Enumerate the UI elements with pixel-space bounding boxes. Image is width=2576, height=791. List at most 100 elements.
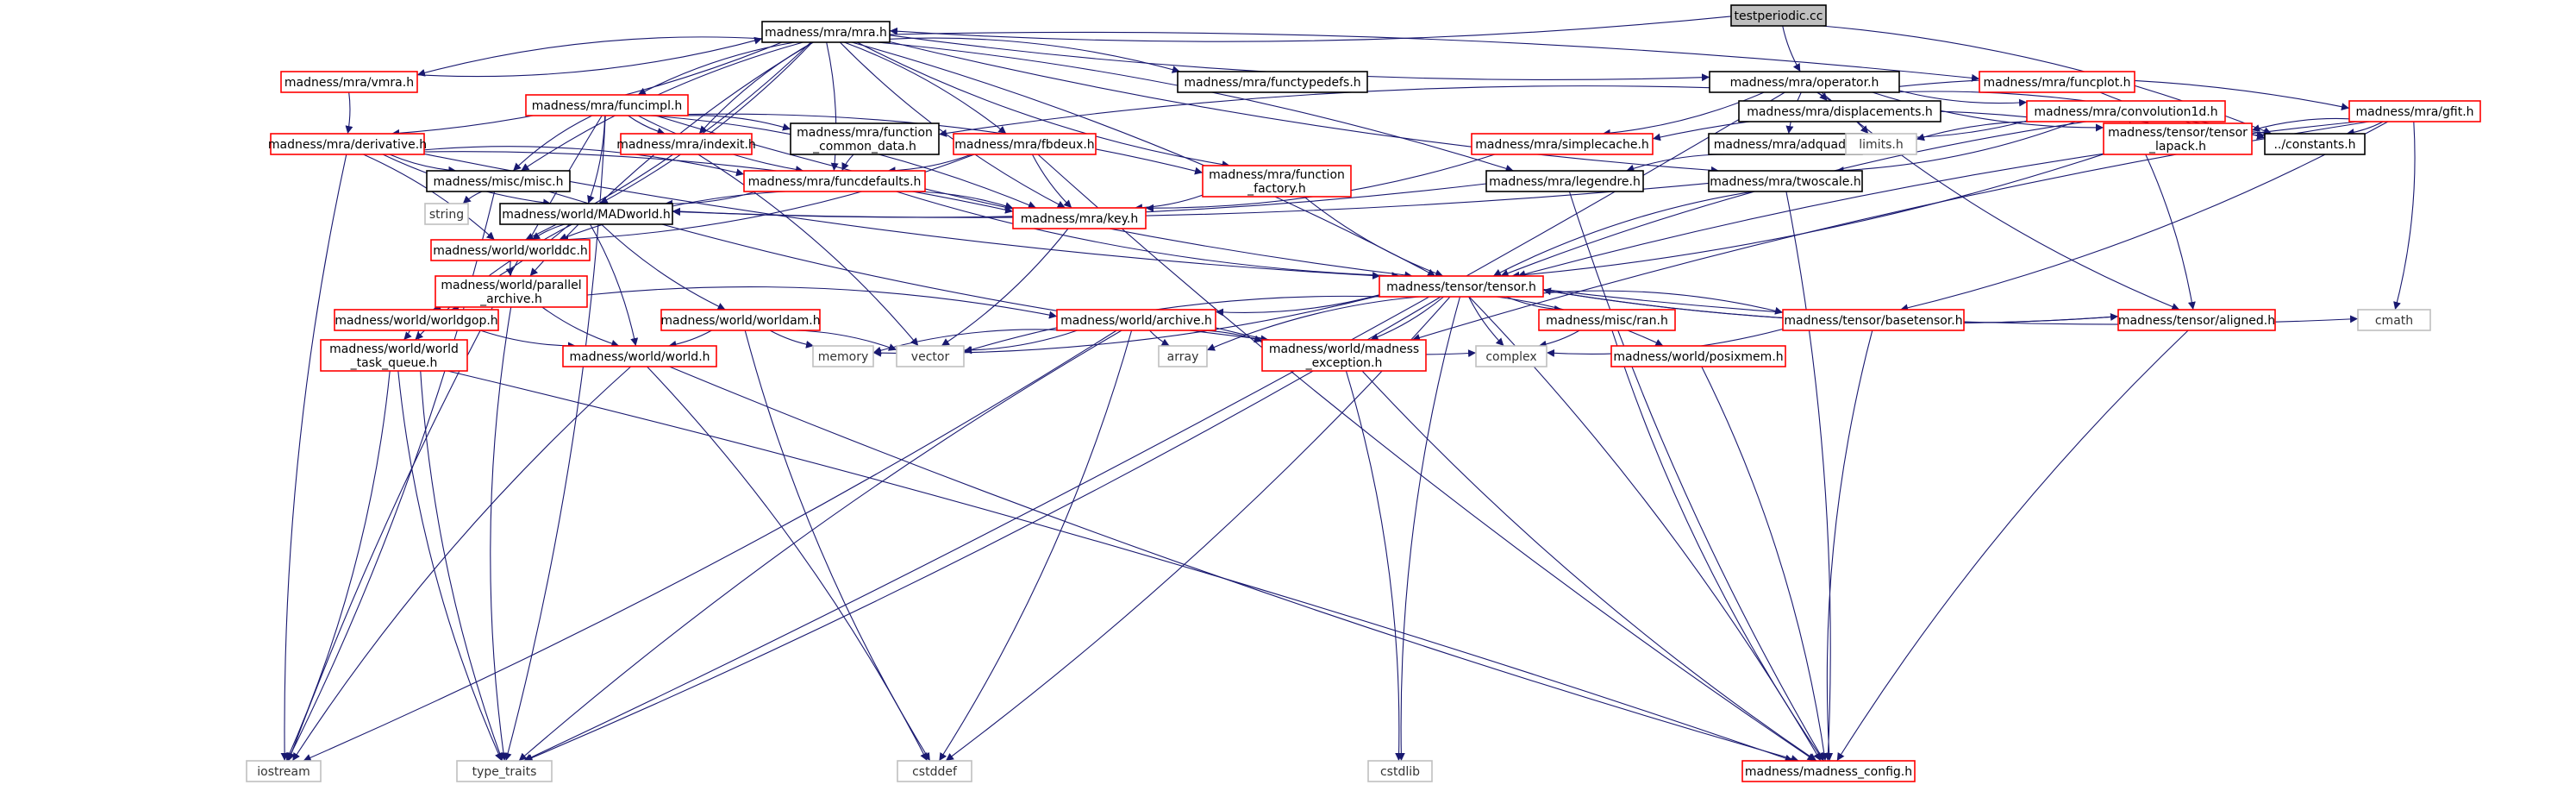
- node-label-line-basetensor-0: madness/tensor/basetensor.h: [1784, 314, 1962, 328]
- node-string: string: [424, 203, 469, 225]
- node-adquad[interactable]: madness/mra/adquad.h: [1708, 133, 1863, 155]
- edge-tensor-to-basetensor: [1542, 290, 1784, 315]
- edge-funcimpl-to-misc: [512, 115, 593, 172]
- edge-operator-to-simplecache: [1602, 91, 1765, 137]
- node-box-functypedefs: [1177, 71, 1368, 93]
- node-label-line-gfit-0: madness/mra/gfit.h: [2355, 105, 2473, 119]
- node-label-mra: madness/mra/mra.h: [765, 26, 887, 40]
- node-label-line-key-0: madness/mra/key.h: [1021, 212, 1138, 226]
- edge-convolution1d-to-twoscale: [1835, 121, 2076, 175]
- node-label-line-convolution1d-0: madness/mra/convolution1d.h: [2034, 105, 2217, 119]
- node-box-ran: [1538, 309, 1676, 331]
- node-wtq[interactable]: madness/world/world_task_queue.h: [320, 339, 468, 372]
- node-operator[interactable]: madness/mra/operator.h: [1709, 71, 1900, 93]
- node-worlddc[interactable]: madness/world/worlddc.h: [430, 239, 591, 261]
- edge-operator-to-type_traits: [523, 91, 1785, 762]
- node-derivative[interactable]: madness/mra/derivative.h: [268, 133, 427, 155]
- node-label-iostream: iostream: [257, 765, 310, 779]
- node-vmra[interactable]: madness/mra/vmra.h: [280, 71, 418, 93]
- node-worldam[interactable]: madness/world/worldam.h: [660, 309, 821, 331]
- node-array: array: [1158, 345, 1208, 367]
- node-archive[interactable]: madness/world/archive.h: [1056, 309, 1216, 331]
- node-mexception[interactable]: madness/world/madness_exception.h: [1261, 339, 1427, 372]
- edge-gfit-to-cmath: [2393, 121, 2416, 311]
- node-mra[interactable]: madness/mra/mra.h: [761, 21, 891, 43]
- node-label-line-mconfig-0: madness/madness_config.h: [1745, 765, 1912, 779]
- node-label-line-ffactory-0: madness/mra/function: [1209, 168, 1345, 182]
- node-twoscale[interactable]: madness/mra/twoscale.h: [1708, 170, 1863, 192]
- node-label-line-twoscale-0: madness/mra/twoscale.h: [1710, 175, 1861, 189]
- node-constants[interactable]: ../constants.h: [2264, 133, 2366, 155]
- node-tensor[interactable]: madness/tensor/tensor.h: [1379, 275, 1544, 298]
- node-label-fcommon: madness/mra/function_common_data.h: [797, 126, 933, 154]
- node-displacements[interactable]: madness/mra/displacements.h: [1738, 100, 1941, 122]
- edge-fcommon-to-funcdefaults: [841, 154, 854, 172]
- edge-archive-to-cstddef: [938, 330, 1133, 762]
- node-label-line-type_traits-0: type_traits: [472, 765, 537, 779]
- node-label-simplecache: madness/mra/simplecache.h: [1475, 138, 1649, 152]
- node-box-vmra: [280, 71, 418, 93]
- node-aligned[interactable]: madness/tensor/aligned.h: [2117, 309, 2276, 331]
- edge-indexit-to-vector: [697, 154, 919, 347]
- node-label-convolution1d: madness/mra/convolution1d.h: [2034, 105, 2217, 119]
- node-functypedefs[interactable]: madness/mra/functypedefs.h: [1177, 71, 1368, 93]
- edge-mexception-to-mconfig: [1361, 370, 1817, 762]
- node-world[interactable]: madness/world/world.h: [562, 345, 717, 367]
- edge-operator-to-convolution1d: [1898, 90, 2028, 107]
- edge-twoscale-to-madworld: [672, 182, 1710, 218]
- node-box-type_traits: [456, 760, 553, 782]
- node-label-line-derivative-0: madness/mra/derivative.h: [268, 138, 427, 152]
- node-basetensor[interactable]: madness/tensor/basetensor.h: [1782, 309, 1965, 331]
- edge-operator-to-fcommon: [938, 85, 1710, 137]
- node-worldgop[interactable]: madness/world/worldgop.h: [334, 309, 499, 331]
- node-parchive[interactable]: madness/world/parallel_archive.h: [435, 275, 588, 308]
- node-ffactory[interactable]: madness/mra/function_factory.h: [1202, 165, 1352, 198]
- node-mconfig[interactable]: madness/madness_config.h: [1741, 760, 1916, 782]
- node-box-basetensor: [1782, 309, 1965, 331]
- node-indexit[interactable]: madness/mra/indexit.h: [616, 133, 756, 155]
- edge-mra-to-funcdefaults: [826, 41, 839, 172]
- node-fbdeux[interactable]: madness/mra/fbdeux.h: [953, 133, 1097, 155]
- node-box-worlddc: [430, 239, 591, 261]
- node-testperiodic[interactable]: testperiodic.cc: [1730, 4, 1827, 27]
- edge-gfit-to-tlapack: [2251, 117, 2350, 132]
- edge-world-to-mconfig: [669, 366, 1799, 763]
- node-legendre[interactable]: madness/mra/legendre.h: [1485, 170, 1644, 192]
- node-label-line-tlapack-0: madness/tensor/tensor: [2108, 126, 2248, 140]
- node-misc[interactable]: madness/misc/misc.h: [426, 170, 571, 192]
- node-funcimpl[interactable]: madness/mra/funcimpl.h: [525, 94, 689, 116]
- node-posixmem[interactable]: madness/world/posixmem.h: [1610, 345, 1786, 367]
- node-box-worldam: [660, 309, 821, 331]
- node-box-mra: [761, 21, 891, 43]
- node-convolution1d[interactable]: madness/mra/convolution1d.h: [2026, 100, 2226, 122]
- node-madworld[interactable]: madness/world/MADworld.h: [499, 203, 673, 225]
- node-gfit[interactable]: madness/mra/gfit.h: [2348, 100, 2481, 122]
- node-tlapack[interactable]: madness/tensor/tensor_lapack.h: [2103, 122, 2253, 155]
- node-box-indexit: [620, 133, 753, 155]
- node-label-line-memory-0: memory: [818, 350, 869, 364]
- node-label-memory: memory: [818, 350, 869, 364]
- node-label-worldgop: madness/world/worldgop.h: [335, 314, 497, 328]
- node-label-tensor: madness/tensor/tensor.h: [1386, 280, 1536, 294]
- node-funcdefaults[interactable]: madness/mra/funcdefaults.h: [743, 170, 926, 192]
- edge-worldgop-to-world: [479, 330, 577, 350]
- node-box-posixmem: [1610, 345, 1786, 367]
- node-label-fbdeux: madness/mra/fbdeux.h: [954, 138, 1094, 152]
- node-funcplot[interactable]: madness/mra/funcplot.h: [1979, 71, 2135, 93]
- edges-layer: [280, 16, 2416, 763]
- edge-misc-to-string: [462, 191, 483, 204]
- edge-mra-to-functypedefs: [889, 37, 1180, 73]
- node-ran[interactable]: madness/misc/ran.h: [1538, 309, 1676, 331]
- node-label-funcimpl: madness/mra/funcimpl.h: [532, 99, 683, 113]
- node-box-cmath: [2357, 309, 2431, 331]
- node-label-madworld: madness/world/MADworld.h: [502, 208, 670, 222]
- node-fcommon[interactable]: madness/mra/function_common_data.h: [790, 122, 940, 155]
- edge-ran-to-complex: [1538, 330, 1580, 348]
- node-label-line-worldam-0: madness/world/worldam.h: [660, 314, 820, 328]
- node-simplecache[interactable]: madness/mra/simplecache.h: [1471, 133, 1654, 155]
- node-label-vmra: madness/mra/vmra.h: [284, 76, 414, 90]
- node-label-line-mexception-1: _exception.h: [1305, 356, 1383, 370]
- node-key[interactable]: madness/mra/key.h: [1012, 207, 1147, 229]
- node-box-parchive: [435, 275, 588, 308]
